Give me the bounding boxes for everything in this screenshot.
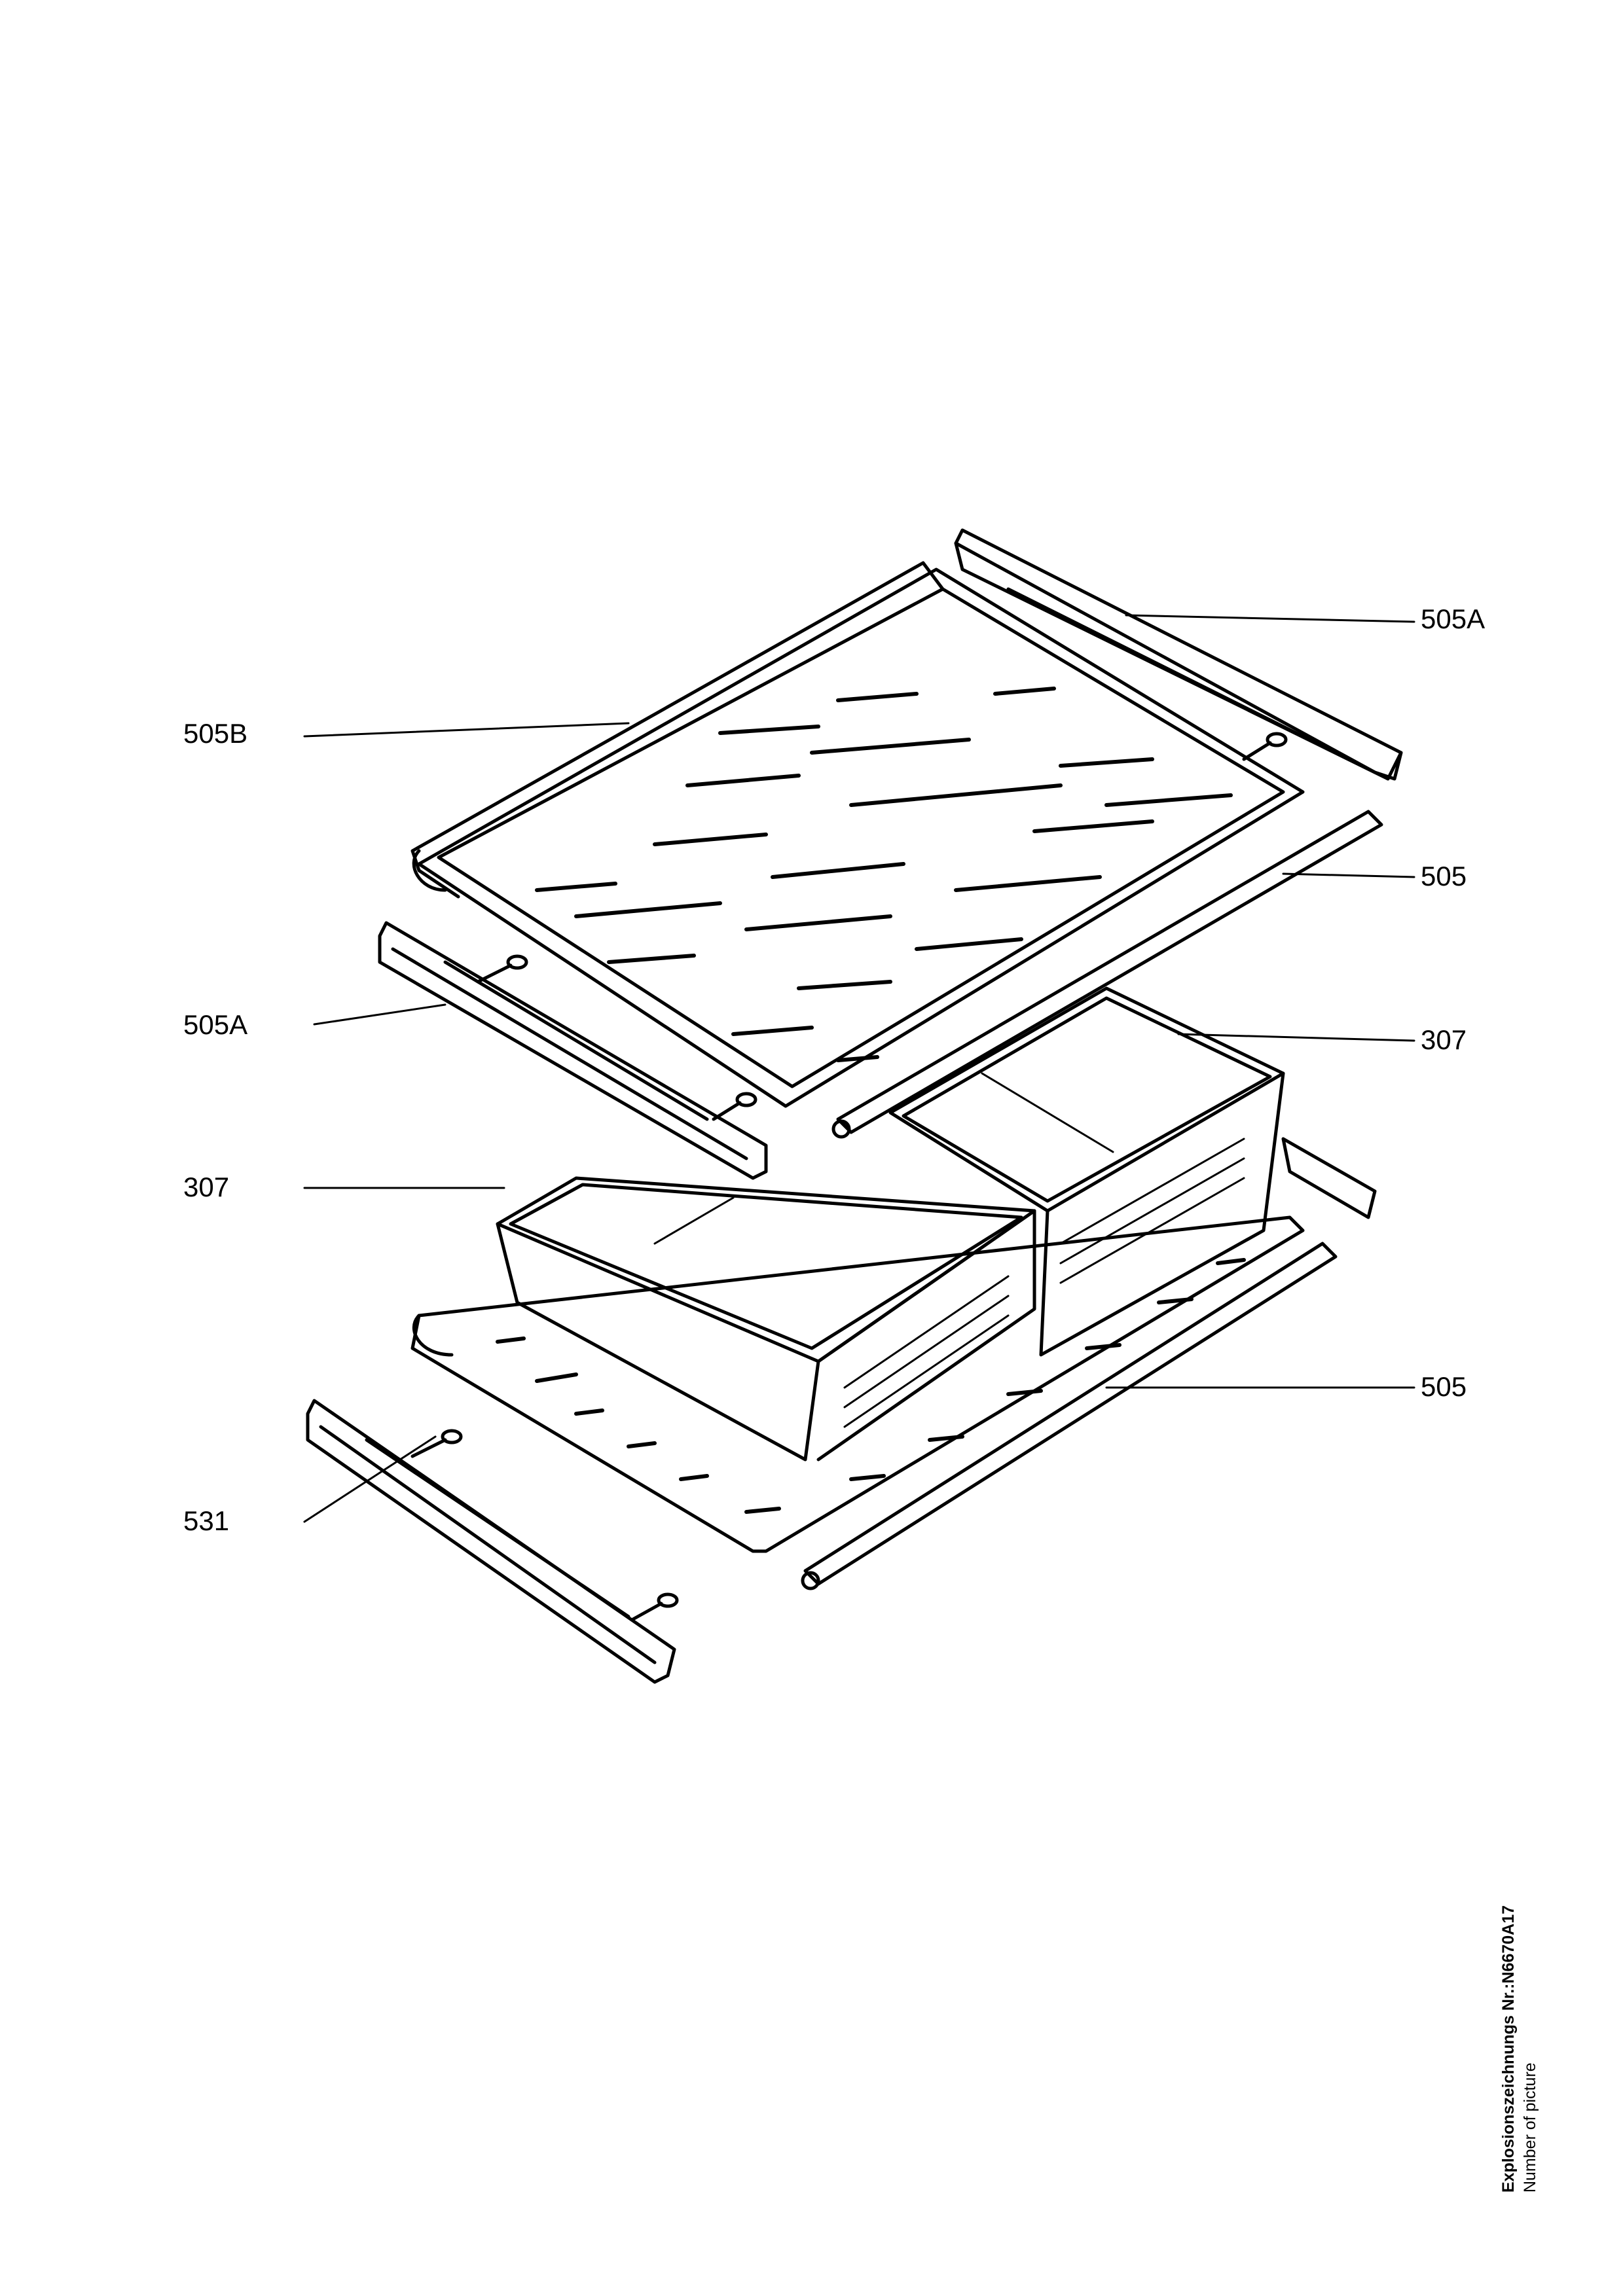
label-505A-top: 505A xyxy=(1421,603,1486,634)
glass-shelf xyxy=(417,567,1305,1108)
left-rail-upper xyxy=(378,921,768,1180)
leader-505A-left xyxy=(313,1003,447,1026)
caption-number-of-picture: Number of picture xyxy=(1521,2062,1539,2193)
crisper-left xyxy=(496,1176,1036,1462)
right-rail-upper xyxy=(954,528,1403,781)
bottom-tray-hatching xyxy=(496,1258,1246,1514)
screw-531-bottom xyxy=(630,1592,679,1622)
leader-lines xyxy=(303,614,1415,1523)
glass-shelf-hatching xyxy=(535,687,1233,1062)
label-531: 531 xyxy=(183,1505,230,1536)
leader-531 xyxy=(303,1435,437,1523)
screw-upper-right xyxy=(712,1092,757,1121)
leader-307-right xyxy=(1177,1033,1415,1042)
shelf-rear-lip xyxy=(410,561,945,899)
screws xyxy=(410,732,1288,1622)
leader-505-upper xyxy=(1282,872,1415,878)
label-505A-left: 505A xyxy=(183,1009,248,1040)
screw-rear-right xyxy=(1242,732,1288,761)
crisper-right xyxy=(888,986,1285,1357)
leader-505B xyxy=(303,722,630,738)
right-rod-upper xyxy=(831,810,1383,1139)
screw-531-top xyxy=(410,1429,463,1458)
label-307-right: 307 xyxy=(1421,1024,1467,1055)
label-307-left: 307 xyxy=(183,1172,230,1202)
right-rod-lower xyxy=(801,1242,1338,1590)
bottom-tray xyxy=(410,1215,1305,1553)
caption-drawing-number: Explosionszeichnungs Nr.:N6670A17 xyxy=(1499,1905,1518,2193)
label-505-upper: 505 xyxy=(1421,861,1467,891)
leader-505A-top xyxy=(1125,614,1415,623)
label-505-lower: 505 xyxy=(1421,1371,1467,1402)
screw-upper-left xyxy=(476,954,528,984)
label-505B: 505B xyxy=(183,718,248,749)
picture-caption: Explosionszeichnungs Nr.:N6670A17 Number… xyxy=(1499,1734,1540,2193)
left-rail-lower xyxy=(306,1399,676,1684)
right-bracket-lower xyxy=(1281,1137,1377,1219)
